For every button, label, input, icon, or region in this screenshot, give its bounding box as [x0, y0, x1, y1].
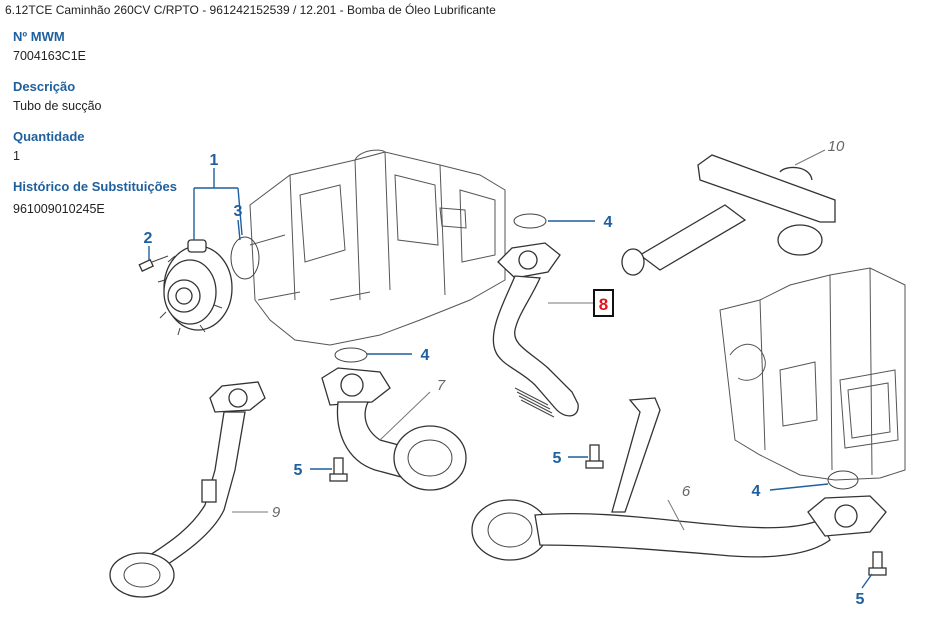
callout-4-middle[interactable]: 4 [421, 347, 430, 364]
callout-5-a[interactable]: 5 [294, 462, 303, 479]
leader-part-5-c [861, 573, 873, 589]
callout-5-b[interactable]: 5 [553, 450, 562, 467]
callout-8-highlighted[interactable]: 8 [593, 289, 614, 317]
callout-10[interactable]: 10 [828, 138, 845, 155]
gasket-part-4-top [513, 213, 547, 229]
suction-tube-part-8 [492, 242, 579, 418]
leader-part-4-right [769, 483, 829, 491]
gasket-part-4-middle [334, 347, 368, 363]
callout-7[interactable]: 7 [437, 377, 446, 394]
bolt-part-2 [138, 255, 169, 273]
gasket-part-4-right [827, 470, 859, 490]
oil-pump-part-1 [157, 239, 233, 336]
bolt-part-5-c [868, 551, 887, 576]
callout-3[interactable]: 3 [234, 203, 243, 220]
long-horizontal-tube-part-6 [471, 397, 887, 561]
leader-part-7 [379, 391, 431, 441]
callout-1[interactable]: 1 [210, 152, 219, 169]
leader-part-10 [794, 149, 826, 166]
bolt-part-5-a [329, 457, 348, 482]
callout-9[interactable]: 9 [272, 504, 281, 521]
breadcrumb: 6.12TCE Caminhão 260CV C/RPTO - 96124215… [5, 3, 496, 17]
quantity-label: Quantidade [13, 129, 85, 144]
callout-6[interactable]: 6 [682, 483, 691, 500]
highlight-box [593, 289, 614, 317]
bolt-part-5-b [585, 444, 604, 469]
mwm-number-value: 7004163C1E [13, 49, 86, 63]
callout-4-top[interactable]: 4 [604, 214, 613, 231]
callout-8: 8 [599, 295, 608, 314]
engine-block-right-sketch [719, 267, 906, 481]
o-ring-part-3 [230, 236, 260, 280]
engine-block-sketch [249, 149, 506, 346]
callout-2[interactable]: 2 [144, 230, 153, 247]
long-tube-part-9 [109, 381, 266, 598]
leader-part-3 [237, 219, 241, 241]
description-label: Descrição [13, 79, 76, 94]
leader-part-1 [193, 168, 243, 240]
replacement-history-value: 961009010245E [13, 202, 105, 216]
quantity-value: 1 [13, 149, 20, 163]
leader-part-6 [667, 499, 685, 531]
callout-5-c[interactable]: 5 [856, 591, 865, 608]
elbow-tube-part-7 [321, 367, 467, 491]
replacement-history-label: Histórico de Substituições [13, 179, 177, 194]
tube-assembly-part-10 [621, 154, 836, 276]
mwm-number-label: Nº MWM [13, 29, 65, 44]
description-value: Tubo de sucção [13, 99, 102, 113]
callout-4-right[interactable]: 4 [752, 483, 761, 500]
